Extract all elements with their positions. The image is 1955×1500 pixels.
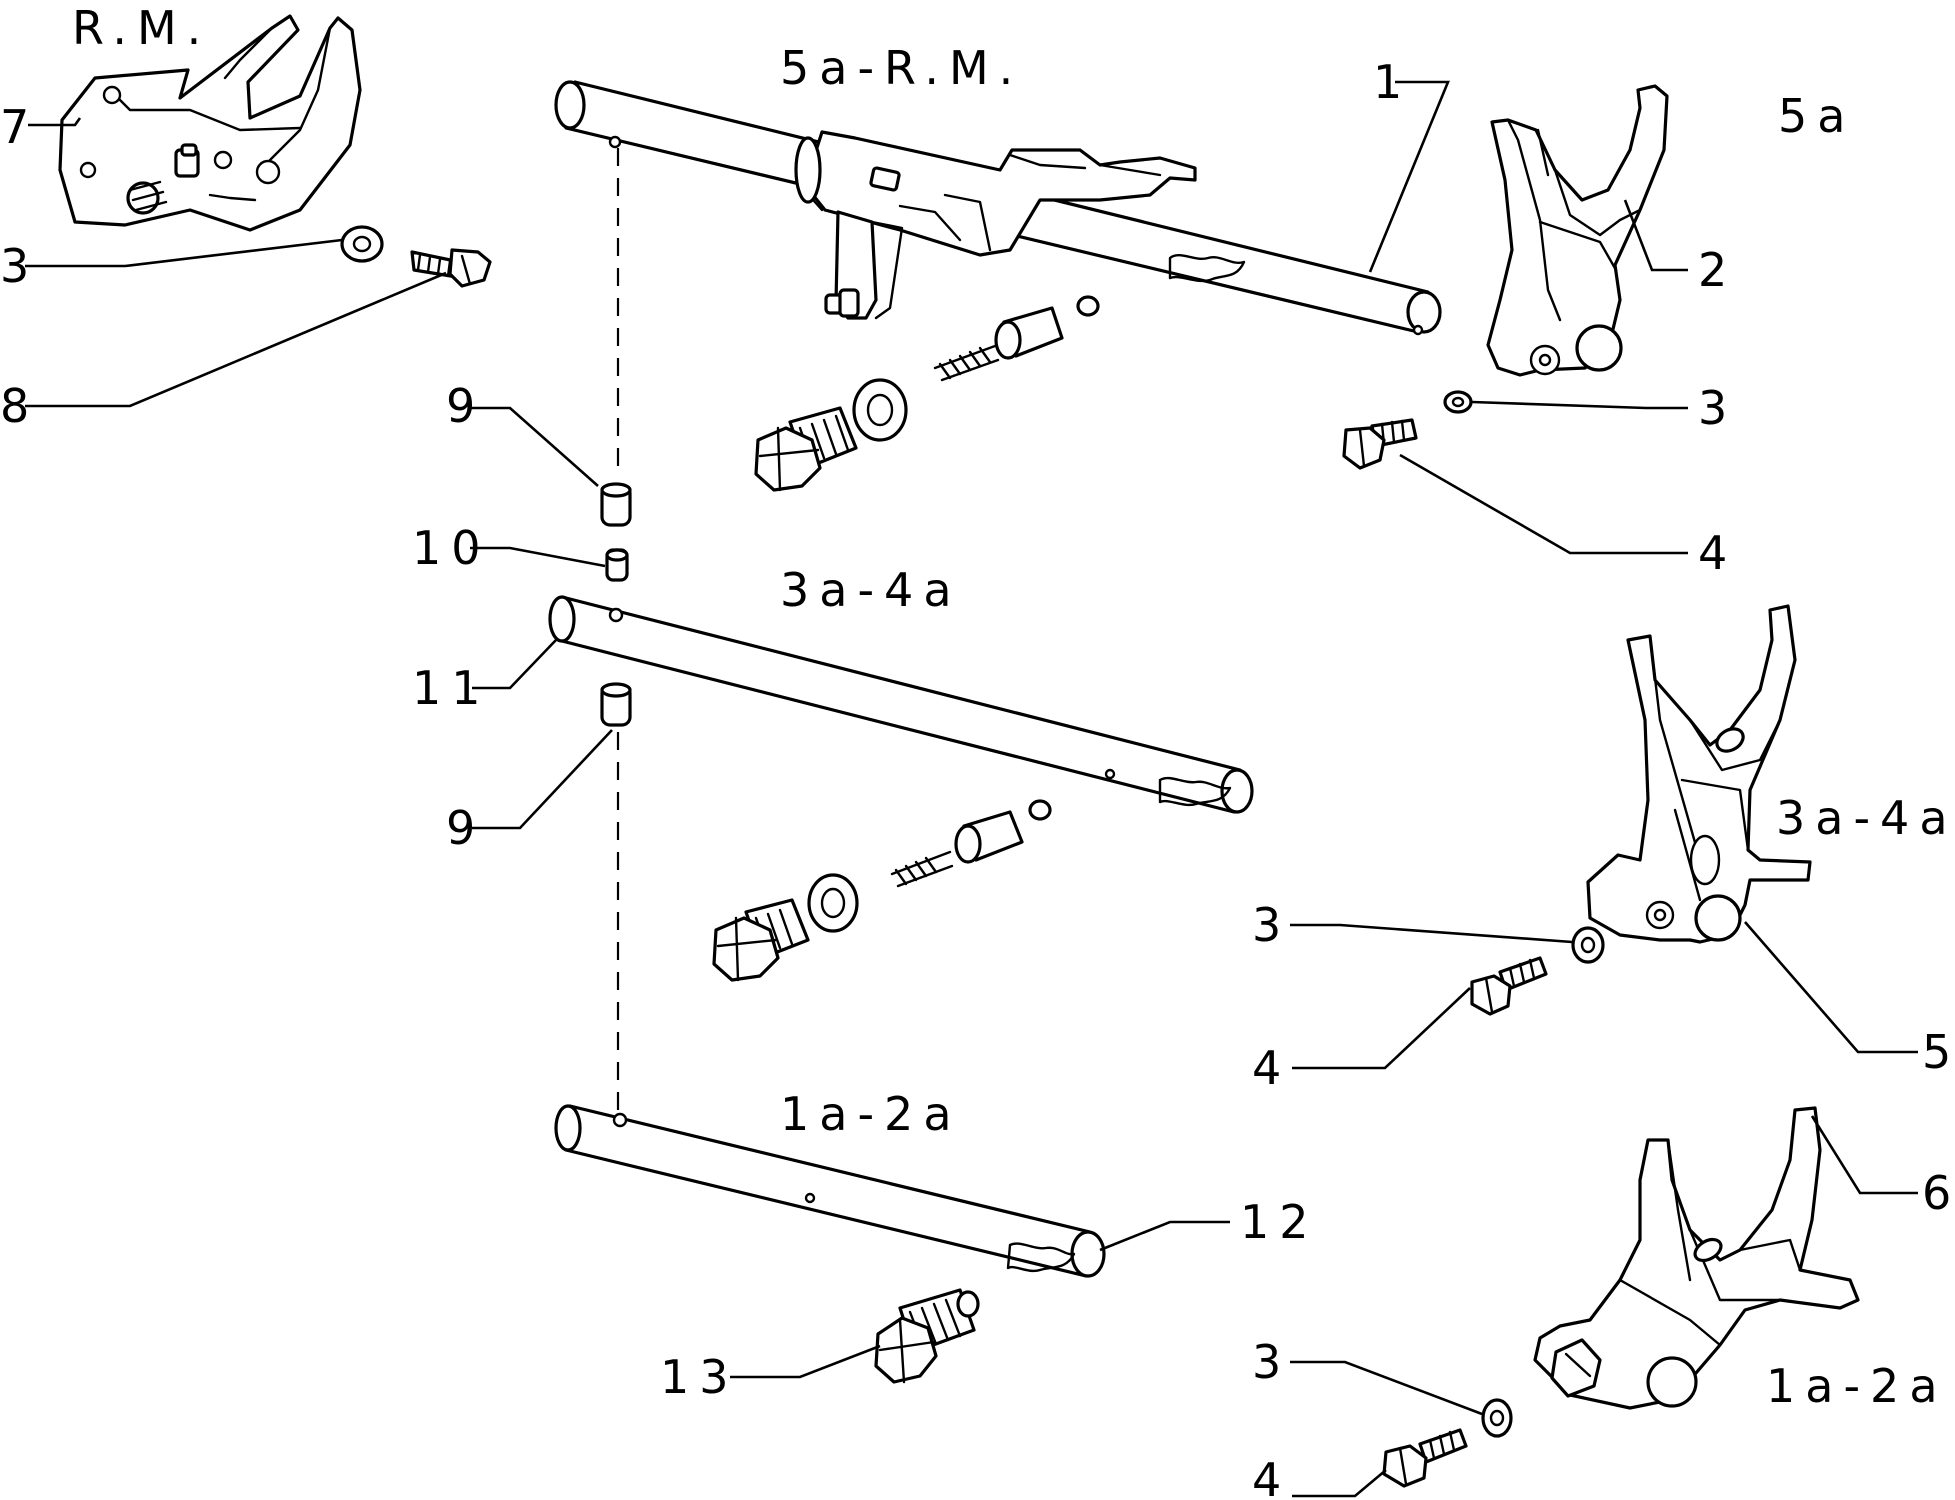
callout-8: 8 [0,379,39,433]
callout-3-right-top: 3 [1698,381,1737,435]
callout-6: 6 [1922,1166,1955,1220]
shift-fork-3a-4a-part-5 [1586,604,1812,944]
pin-part-9-upper [600,482,632,527]
callout-3-middle: 3 [1252,898,1291,952]
washer-part-3-top-left [340,225,384,263]
washer-part-3-bottom [1481,1398,1513,1438]
callout-7: 7 [0,100,39,154]
callout-10: 10 [412,521,491,575]
detent-plug-part-13 [874,1288,980,1384]
caption-fork-5a: 5a [1778,89,1855,143]
callout-3-top-left: 3 [0,239,39,293]
callout-13: 13 [660,1350,739,1404]
leader-lines [25,80,1918,1498]
caption-rod-3a-4a: 3a-4a [780,563,962,617]
bolt-part-4-middle [1470,956,1548,1016]
bolt-part-8 [410,248,492,288]
washer-part-3-middle [1571,926,1605,964]
callout-11: 11 [412,661,491,715]
callout-4-bottom: 4 [1252,1453,1291,1500]
callout-5: 5 [1922,1025,1955,1079]
shift-rod-3a-4a-part-11 [548,595,1254,814]
detent-assembly-upper [754,295,1100,492]
caption-fork-3a-4a: 3a-4a [1776,791,1955,845]
reverse-bracket-part-7 [58,14,362,232]
shift-rod-1a-2a-part-12 [554,1104,1106,1278]
callout-4-middle: 4 [1252,1041,1291,1095]
shift-rod-5a-rm-part-1 [554,80,1442,336]
callout-12: 12 [1240,1195,1319,1249]
caption-fork-1a-2a: 1a-2a [1766,1359,1948,1413]
pin-part-10 [605,548,629,582]
detent-assembly-middle [712,799,1052,982]
shift-fork-1a-2a-part-6 [1533,1106,1860,1410]
pin-part-9-lower [600,682,632,727]
bolt-part-4-bottom [1382,1428,1468,1488]
caption-rm-top-left: R.M. [72,1,211,55]
callout-9-lower: 9 [446,801,485,855]
callout-3-bottom: 3 [1252,1335,1291,1389]
callout-4-top: 4 [1698,526,1737,580]
caption-rod-5a-rm: 5a-R.M. [780,41,1023,95]
callout-1: 1 [1373,55,1412,109]
washer-part-3-right-top [1443,390,1473,414]
shift-fork-5a-part-2 [1486,84,1669,377]
caption-rod-1a-2a: 1a-2a [780,1087,962,1141]
callout-9-upper: 9 [446,379,485,433]
bolt-part-4-top [1342,418,1418,470]
callout-2: 2 [1698,243,1737,297]
